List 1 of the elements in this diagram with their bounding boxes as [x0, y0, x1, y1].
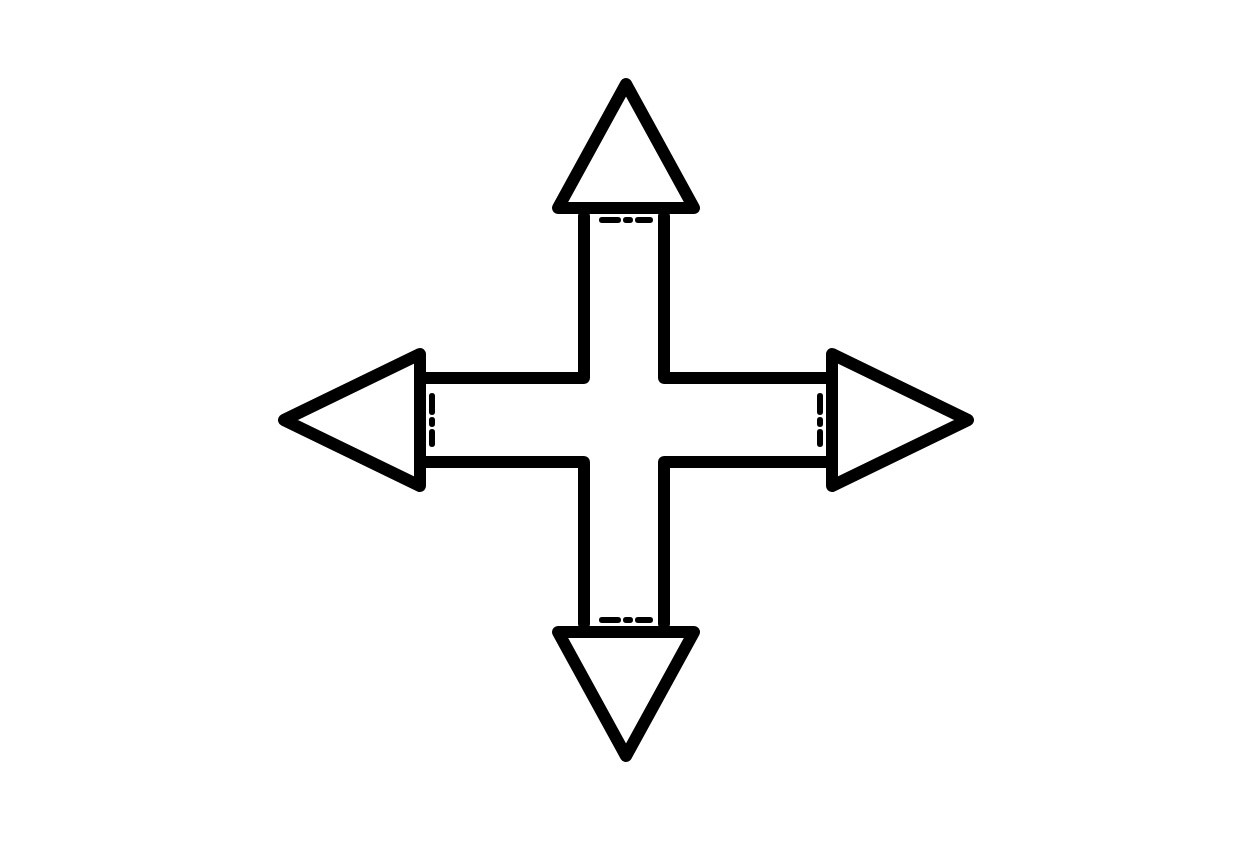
- four-way-arrow-icon: [278, 78, 974, 762]
